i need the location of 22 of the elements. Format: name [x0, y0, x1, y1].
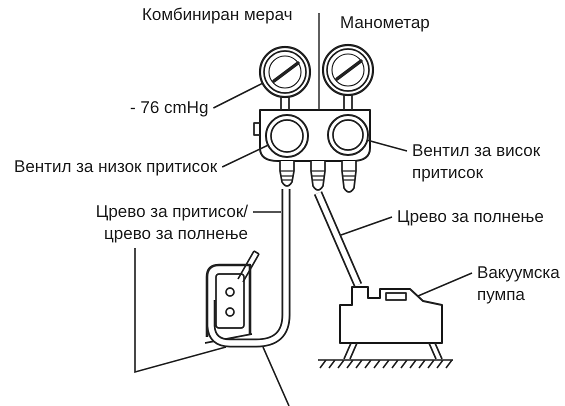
leader-line — [418, 272, 472, 297]
part-label: Манометар — [340, 12, 430, 34]
part-label: Вентил за низок притисок — [14, 156, 218, 178]
leader-line — [253, 211, 281, 213]
hose — [314, 191, 362, 287]
part-label: - 76 cmHg — [130, 97, 208, 119]
part-label: Комбиниран мерач — [142, 4, 293, 26]
leader-line — [262, 346, 290, 406]
valve-knob — [327, 114, 369, 156]
part-label: Вакуумска пумпа — [477, 262, 565, 306]
leader-line — [213, 82, 264, 109]
leader-line — [367, 139, 408, 152]
vacuum-pump — [339, 286, 443, 360]
leader-line — [134, 248, 226, 374]
pressure-gauge — [258, 46, 312, 111]
part-label: Вентил за висок притисок — [412, 140, 552, 184]
leader-line — [222, 144, 268, 168]
part-label: Црево за притисок/ црево за полнење — [76, 201, 248, 245]
part-label: Црево за полнење — [397, 206, 544, 228]
valve-knob — [265, 114, 309, 158]
leader-line — [340, 216, 392, 236]
pressure-gauge — [322, 44, 374, 111]
